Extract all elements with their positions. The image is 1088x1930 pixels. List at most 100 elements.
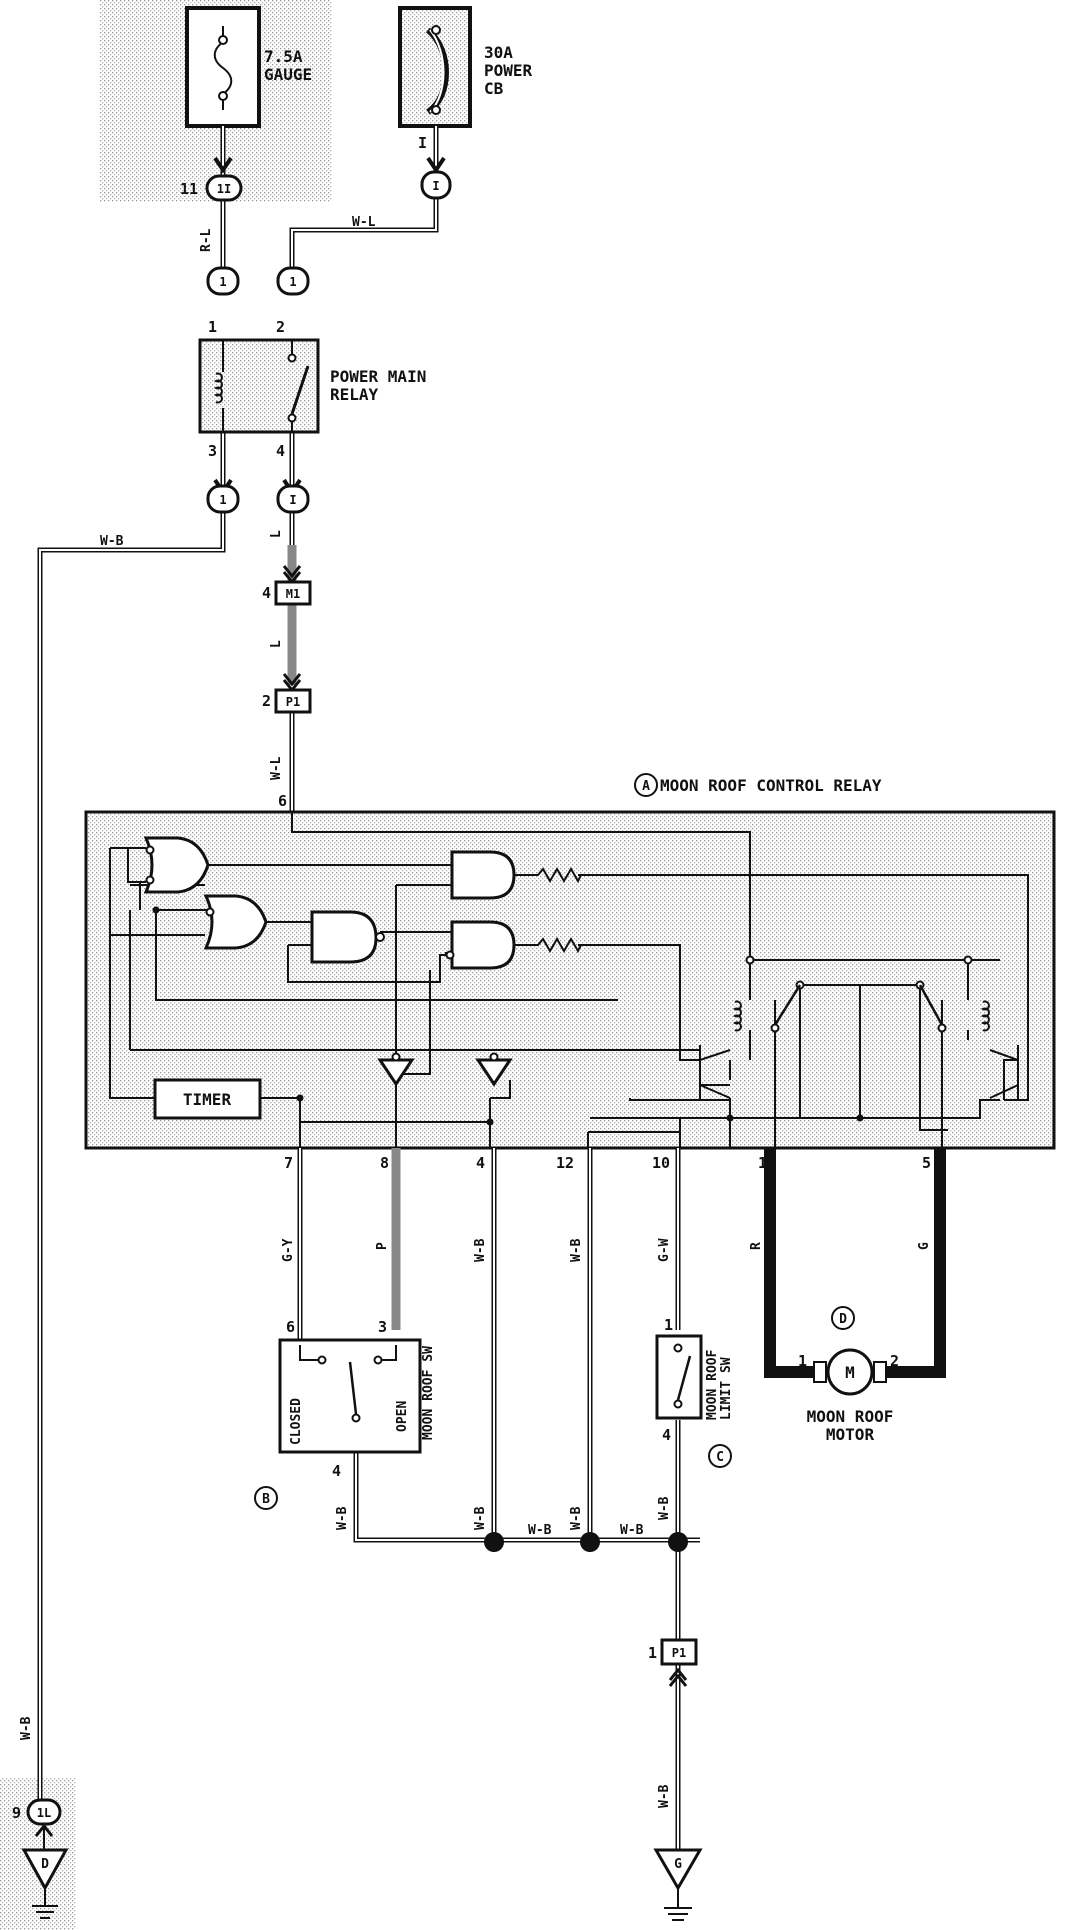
splice-3 xyxy=(668,1532,688,1552)
pin-r4: 4 xyxy=(476,1154,485,1172)
connector-relay-out-3: 1 xyxy=(206,484,240,514)
svg-text:1: 1 xyxy=(219,493,226,507)
pin-i: I xyxy=(418,134,427,152)
moon-roof-motor: D M MOON ROOF MOTOR xyxy=(807,1306,894,1444)
pin-bottom-p1: 1 xyxy=(648,1644,657,1662)
connector-i-cb: I xyxy=(420,170,452,200)
connector-p1-bottom: P1 xyxy=(660,1638,698,1666)
connector-1i: 1I xyxy=(205,174,243,202)
motor-name-1: MOON ROOF xyxy=(807,1407,894,1426)
pin-m1-4: 4 xyxy=(262,584,271,602)
ground-d: D xyxy=(21,1848,69,1919)
switch-open: OPEN xyxy=(395,1401,410,1432)
breaker-name-1: POWER xyxy=(484,61,533,80)
pin-1: 1 xyxy=(208,318,217,336)
arrow-1l xyxy=(34,1823,54,1837)
pin-r1: 1 xyxy=(758,1154,767,1172)
pin-r10: 10 xyxy=(652,1154,670,1172)
wire-label-wb-gnd: W-B xyxy=(657,1784,672,1808)
splice-1 xyxy=(484,1532,504,1552)
power-main-relay: POWER MAIN RELAY xyxy=(198,338,426,434)
wire-label-wb-sw: W-B xyxy=(335,1506,350,1530)
motor-name-2: MOTOR xyxy=(826,1425,875,1444)
wire-label-wb-left: W-B xyxy=(19,1716,34,1740)
wire-label-r: R xyxy=(749,1242,764,1250)
wire-label-g: G xyxy=(917,1242,932,1250)
fuse-rating: 7.5A xyxy=(264,47,303,66)
wire-label-wb-below: W-B xyxy=(657,1496,672,1520)
svg-text:I: I xyxy=(289,493,296,507)
control-relay-title: MOON ROOF CONTROL RELAY xyxy=(660,776,882,795)
pin-3: 3 xyxy=(208,442,217,460)
limit-name-1: MOON ROOF xyxy=(705,1349,720,1420)
limit-switch: MOON ROOF LIMIT SW xyxy=(655,1334,734,1420)
pin-ls4: 4 xyxy=(662,1426,671,1444)
pin-p1-2: 2 xyxy=(262,692,271,710)
wire-label-wb-top: W-B xyxy=(100,534,124,549)
pin-sw3: 3 xyxy=(378,1318,387,1336)
svg-text:I: I xyxy=(432,179,439,193)
arrow-p1-bottom-2 xyxy=(668,1673,688,1687)
pin-r8: 8 xyxy=(380,1154,389,1172)
svg-text:D: D xyxy=(41,1857,49,1872)
control-relay-box: TIMER xyxy=(84,810,1056,1150)
connector-m1: M1 xyxy=(274,580,312,606)
ground-g: G xyxy=(653,1848,703,1921)
pin-sw4: 4 xyxy=(332,1462,341,1480)
wire-label-p: P xyxy=(375,1242,390,1250)
connector-1l: 1L xyxy=(26,1798,62,1826)
svg-text:P1: P1 xyxy=(286,695,300,709)
splice-2 xyxy=(580,1532,600,1552)
motor-symbol: M xyxy=(845,1363,855,1382)
svg-text:G: G xyxy=(674,1857,682,1872)
svg-text:M1: M1 xyxy=(286,587,300,601)
wire-label-l2: L xyxy=(269,640,284,648)
arrow-p1-bottom-1 xyxy=(668,1667,688,1681)
limit-tag-c: C xyxy=(716,1450,724,1465)
pin-sw6: 6 xyxy=(286,1318,295,1336)
svg-text:1: 1 xyxy=(219,275,226,289)
wire-label-wb12: W-B xyxy=(569,1238,584,1262)
fuse-name: GAUGE xyxy=(264,65,312,84)
breaker-power-cb: 30A POWER CB xyxy=(398,6,533,128)
pin-relay-6: 6 xyxy=(278,792,287,810)
pin-4: 4 xyxy=(276,442,285,460)
connector-relay-in-1: 1 xyxy=(206,266,240,296)
pin-l9: 9 xyxy=(12,1804,21,1822)
pin-m2: 2 xyxy=(890,1352,899,1370)
svg-text:1I: 1I xyxy=(217,182,231,196)
wire-label-wl-top: W-L xyxy=(352,215,376,230)
breaker-rating: 30A xyxy=(484,43,513,62)
wire-label-gw: G-W xyxy=(657,1238,672,1262)
wire-label-wl-relay: W-L xyxy=(269,756,284,780)
pin-ls1: 1 xyxy=(664,1316,673,1334)
connector-relay-out-4: I xyxy=(276,484,310,514)
wire-label-wb-bus2: W-B xyxy=(569,1506,584,1530)
moon-roof-switch: CLOSED OPEN MOON ROOF SW xyxy=(278,1338,436,1454)
pin-r12: 12 xyxy=(556,1154,574,1172)
wire-label-wb-mid: W-B xyxy=(528,1523,552,1538)
pin-11: 11 xyxy=(180,180,198,198)
switch-name: MOON ROOF SW xyxy=(421,1346,436,1440)
svg-text:1L: 1L xyxy=(37,1806,51,1820)
pin-r5: 5 xyxy=(922,1154,931,1172)
connector-p1-top: P1 xyxy=(274,688,312,714)
wire-label-l1: L xyxy=(269,530,284,538)
breaker-name-2: CB xyxy=(484,79,504,98)
timer-label: TIMER xyxy=(183,1090,232,1109)
switch-tag-b: B xyxy=(262,1492,270,1507)
pin-m1: 1 xyxy=(798,1352,807,1370)
limit-name-2: LIMIT SW xyxy=(719,1357,734,1420)
wire-label-wb4: W-B xyxy=(473,1238,488,1262)
svg-text:P1: P1 xyxy=(672,1646,686,1660)
wire-label-rl: R-L xyxy=(199,228,214,252)
svg-text:1: 1 xyxy=(289,275,296,289)
switch-closed: CLOSED xyxy=(289,1398,304,1445)
wire-label-wb-ls: W-B xyxy=(620,1523,644,1538)
wire-label-wb-bus1: W-B xyxy=(473,1506,488,1530)
pin-r7: 7 xyxy=(284,1154,293,1172)
lower-wiring xyxy=(297,1148,946,1860)
connector-relay-in-2: 1 xyxy=(276,266,310,296)
relay-tag-a: A xyxy=(642,779,650,794)
